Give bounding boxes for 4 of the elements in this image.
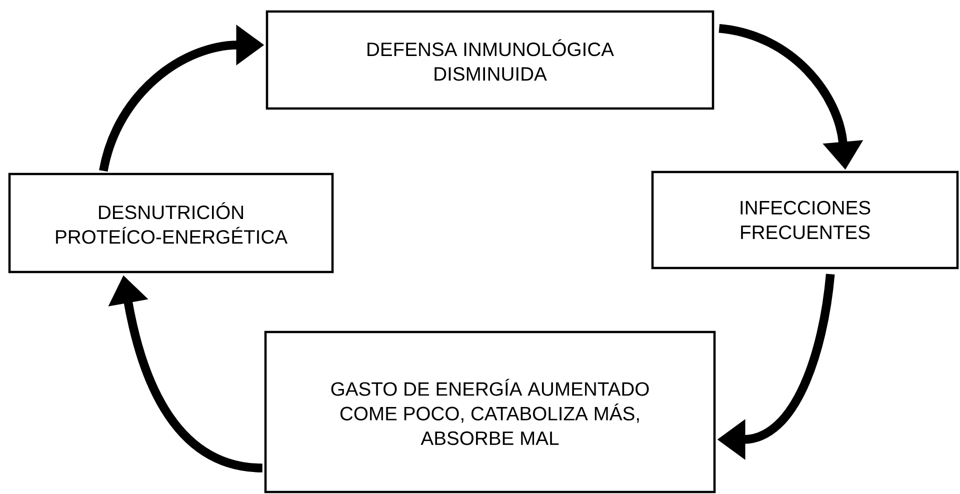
process-box: GASTO DE ENERGÍA AUMENTADO COME POCO, CATABOLIZA MÁS, ABSORBE MAL — [264, 330, 716, 494]
process-box: INFECCIONES FRECUENTES — [651, 170, 959, 270]
process-box: DEFENSA INMUNOLÓGICA DISMINUIDA — [266, 10, 714, 110]
process-box: DESNUTRICIÓN PROTEÍCO-ENERGÉTICA — [8, 172, 334, 274]
